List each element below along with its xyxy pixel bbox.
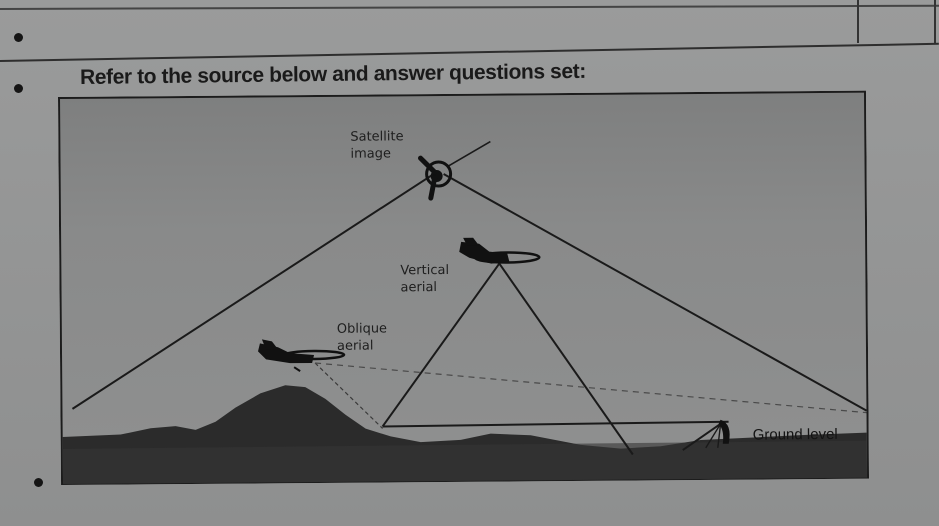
ground-level-label: Ground level [753, 426, 838, 444]
remote-sensing-diagram: Satellite image Vertical aerial Oblique … [58, 90, 870, 485]
table-column-divider-right [934, 0, 936, 43]
bullet-point [14, 84, 23, 93]
oblique-aerial-plane-icon [258, 339, 346, 372]
oblique-aerial-label-2: aerial [337, 339, 374, 354]
table-row-divider [0, 42, 939, 62]
vertical-aerial-label: Vertical [400, 263, 449, 278]
bullet-point [14, 33, 23, 42]
satellite-icon [417, 155, 453, 201]
table-column-divider [857, 0, 859, 43]
table-top-border [0, 4, 939, 10]
vertical-aerial-plane-icon [459, 237, 541, 264]
ground-camera-tripod-icon [682, 419, 730, 451]
vertical-aerial-label-2: aerial [400, 280, 437, 295]
oblique-aerial-label: Oblique [337, 321, 387, 336]
satellite-label: Satellite [350, 129, 403, 144]
question-instruction: Refer to the source below and answer que… [79, 59, 586, 89]
satellite-label-2: image [350, 146, 391, 161]
bullet-point [34, 478, 43, 487]
